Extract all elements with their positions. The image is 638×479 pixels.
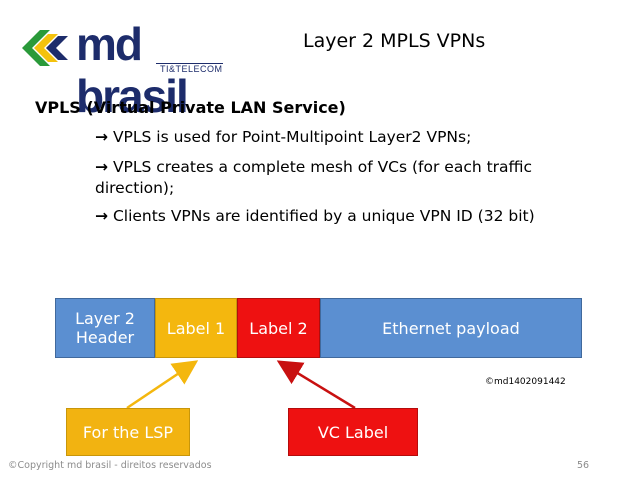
layer2-header-box: Layer 2 Header xyxy=(55,298,155,358)
lsp-arrow xyxy=(126,360,199,410)
bullet-3: → Clients VPNs are identified by a uniqu… xyxy=(95,206,575,227)
logo-wordmark: md brasil xyxy=(76,18,189,122)
copyright-id: ©md1402091442 xyxy=(485,377,566,387)
bullet-1: → VPLS is used for Point-Multipoint Laye… xyxy=(95,127,575,148)
vc-arrow xyxy=(276,360,356,410)
lsp-callout-text: For the LSP xyxy=(82,422,174,442)
arrow-right-icon: → xyxy=(95,158,108,176)
bullet-2-text: VPLS creates a complete mesh of VCs (for… xyxy=(95,158,533,197)
label2-box: Label 2 xyxy=(237,298,320,358)
page-number: 56 xyxy=(577,460,590,471)
footer-copyright: ©Copyright md brasil - direitos reservad… xyxy=(8,460,212,471)
arrow-right-icon: → xyxy=(95,128,108,146)
label2-text: Label 2 xyxy=(249,318,308,338)
logo-subtitle: TI&TELECOM xyxy=(156,63,223,74)
label1-box: Label 1 xyxy=(155,298,237,358)
arrow-right-icon: → xyxy=(95,207,108,225)
lsp-callout-box: For the LSP xyxy=(66,408,190,456)
slide-title: Layer 2 MPLS VPNs xyxy=(303,30,486,52)
layer2-header-text: Layer 2 Header xyxy=(75,309,135,347)
ethernet-payload-text: Ethernet payload xyxy=(382,318,520,338)
vc-callout-text: VC Label xyxy=(317,422,389,442)
logo-mark-icon xyxy=(22,30,68,66)
ethernet-payload-box: Ethernet payload xyxy=(320,298,582,358)
company-logo: md brasil TI&TELECOM xyxy=(18,18,248,122)
vc-callout-box: VC Label xyxy=(288,408,418,456)
bullet-3-text: Clients VPNs are identified by a unique … xyxy=(112,207,535,225)
bullet-2: → VPLS creates a complete mesh of VCs (f… xyxy=(95,157,575,199)
section-heading: VPLS (Virtual Private LAN Service) xyxy=(35,98,346,117)
label1-text: Label 1 xyxy=(166,318,226,338)
bullet-1-text: VPLS is used for Point-Multipoint Layer2… xyxy=(112,128,472,146)
